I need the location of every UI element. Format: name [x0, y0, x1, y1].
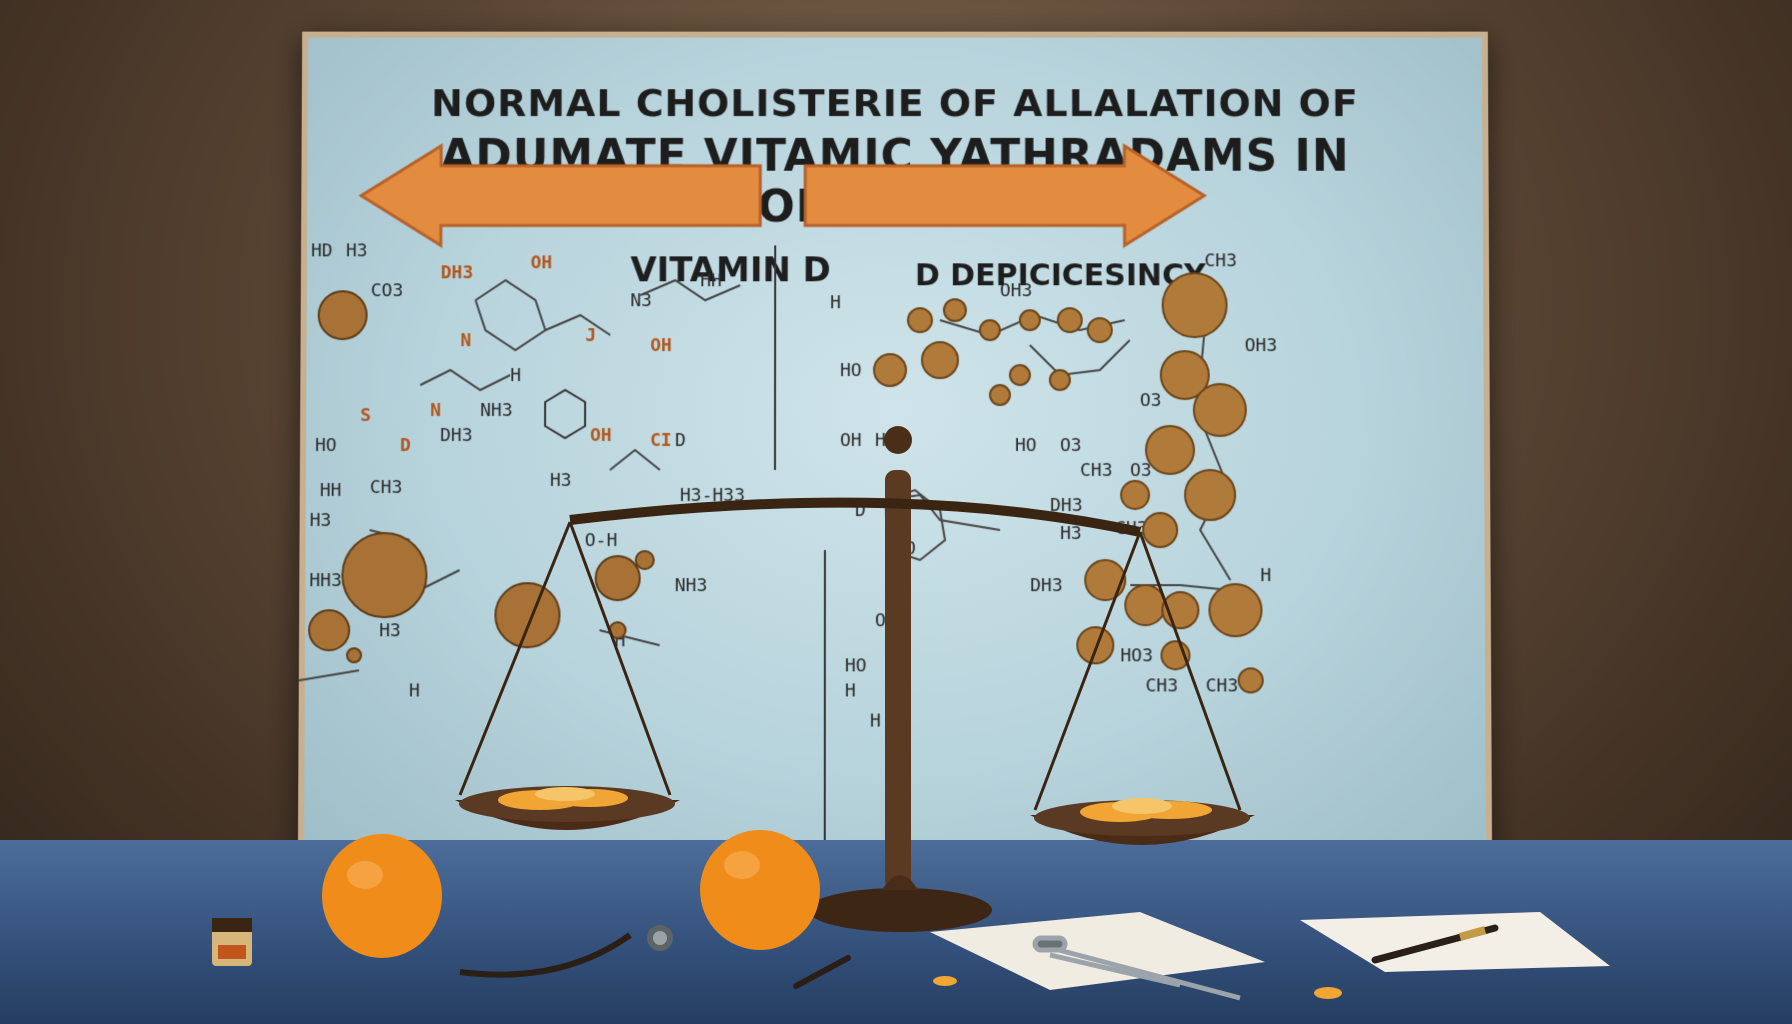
balance-scale-icon [455, 426, 1255, 932]
left-molecule-drawing [299, 280, 740, 680]
stethoscope-icon [459, 925, 673, 978]
pen-icon [1371, 924, 1499, 964]
orange-fruit-icon [322, 830, 820, 958]
pencil-icon [793, 955, 851, 989]
vitamin-capsules-icon [498, 787, 1342, 999]
scissors-icon [1032, 935, 1241, 1001]
benzene-ring-icon [544, 389, 587, 440]
vial-icon [212, 918, 252, 966]
left-arrow-icon [361, 146, 760, 246]
molecule-atom-icon [309, 290, 655, 662]
right-arrow-icon [805, 146, 1204, 246]
chalkboard: NORMAL CHOLISTERIE OF ALLALATION OF ADUM… [297, 31, 1493, 877]
board-drawings [298, 32, 1492, 877]
molecule-atom-icon [873, 273, 1263, 692]
paper-document-icon [930, 912, 1610, 990]
